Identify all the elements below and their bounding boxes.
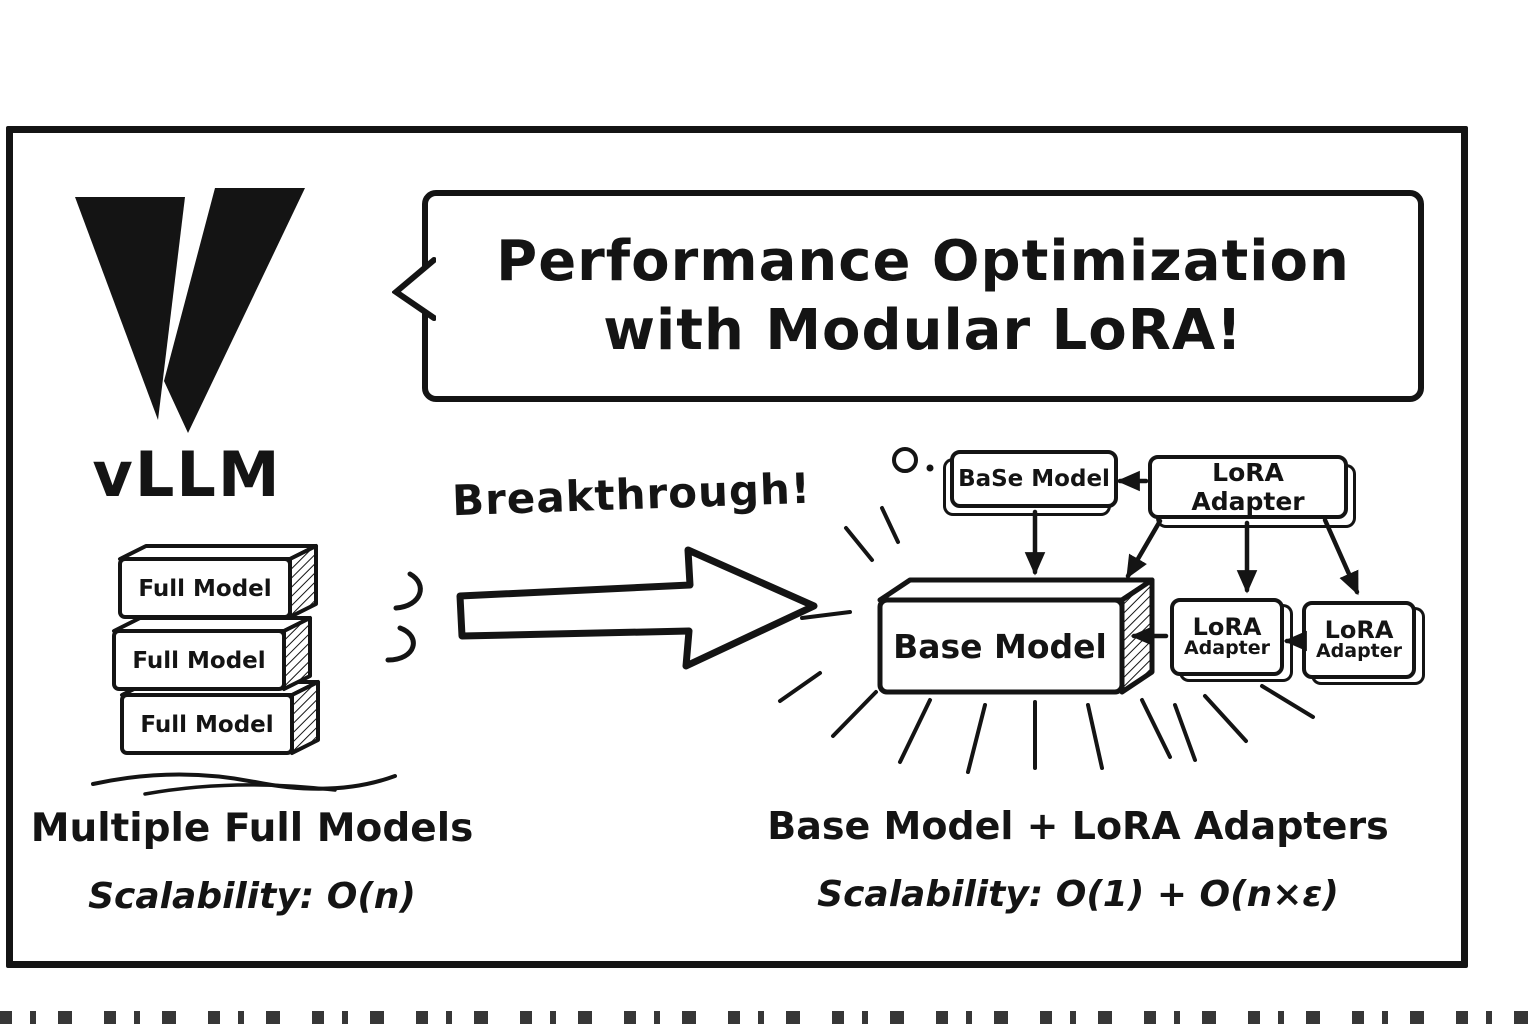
stack-shadow-icon (91, 772, 397, 796)
speech-bubble-line-1: Performance Optimization (496, 229, 1350, 294)
speech-bubble: Performance Optimization with Modular Lo… (422, 190, 1424, 402)
lora-adapter-top-box: LoRA Adapter (1148, 455, 1348, 519)
full-model-stack: Full Model Full Model Full Model (112, 544, 320, 755)
full-model-label: Full Model (138, 576, 271, 602)
lora-adapter-box-1: LoRA Adapter (1170, 598, 1284, 676)
big-base-model-box: Base Model (877, 577, 1155, 695)
speech-bubble-tail (392, 257, 436, 321)
left-caption: Multiple Full Models (30, 806, 474, 851)
full-model-box-1: Full Model (118, 544, 318, 619)
lora-adapter-box-2: LoRA Adapter (1302, 601, 1416, 679)
base-model-top-box: BaSe Model (950, 450, 1118, 508)
lora-adapter-1-line-2: Adapter (1183, 637, 1271, 660)
speech-bubble-line-2: with Modular LoRA! (603, 298, 1243, 363)
cropped-text-strip (0, 1011, 1536, 1024)
full-model-box-2: Full Model (112, 616, 312, 691)
base-model-top-label: BaSe Model (958, 466, 1110, 492)
right-scalability: Scalability: O(1) + O(n×ε) (817, 874, 1339, 915)
vllm-logo-icon (75, 188, 305, 433)
full-model-label: Full Model (132, 648, 265, 674)
lora-adapter-top-label: LoRA Adapter (1191, 458, 1305, 516)
breakthrough-arrow-icon (456, 546, 818, 670)
lora-adapter-2-line-1: LoRA (1324, 615, 1394, 644)
full-model-box-3: Full Model (120, 680, 320, 755)
vllm-wordmark: vLLM (92, 438, 282, 511)
right-caption: Base Model + LoRA Adapters (767, 804, 1389, 848)
lora-adapter-2-line-2: Adapter (1315, 640, 1403, 663)
lora-adapter-1-line-1: LoRA (1192, 612, 1262, 641)
full-model-label: Full Model (140, 712, 273, 738)
outer-frame (6, 126, 1468, 968)
big-base-model-label: Base Model (893, 627, 1107, 666)
left-scalability: Scalability: O(n) (88, 876, 416, 917)
motion-lines-icon (385, 571, 423, 663)
